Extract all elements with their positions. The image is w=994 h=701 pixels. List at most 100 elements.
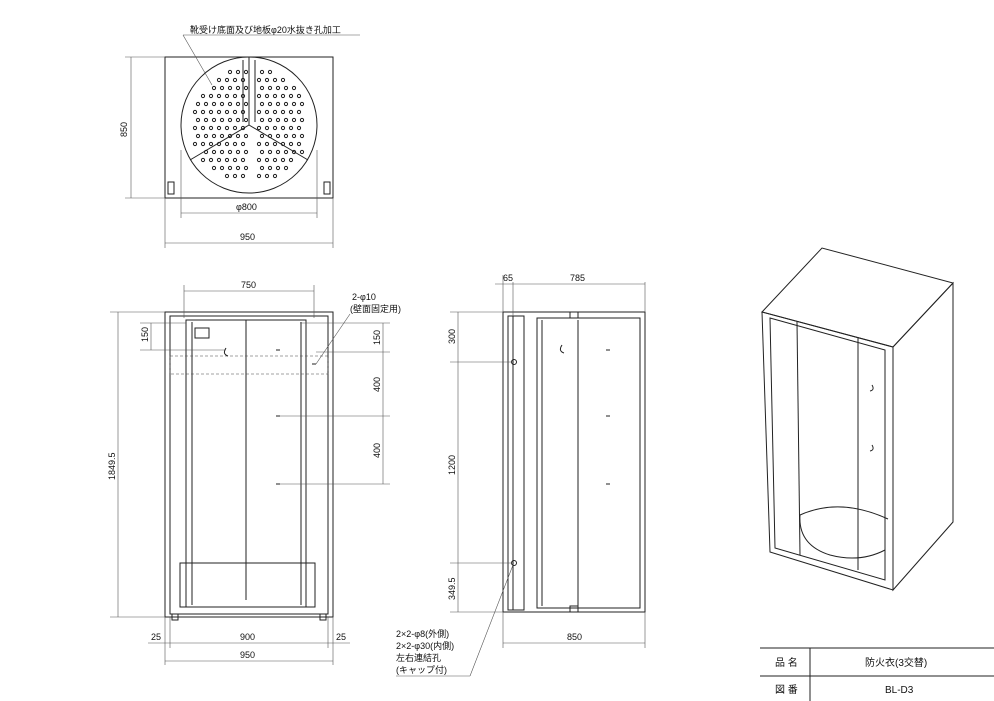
- connect-note-3: (キャップ付): [396, 665, 447, 675]
- drain-hole: [272, 93, 278, 99]
- drain-hole: [224, 141, 230, 147]
- dim-785: 785: [570, 273, 585, 283]
- drain-hole: [208, 157, 214, 163]
- drain-hole: [211, 101, 217, 107]
- drain-hole: [264, 157, 270, 163]
- drain-hole: [235, 85, 241, 91]
- perspective-view: [761, 247, 954, 592]
- drain-hole: [219, 101, 225, 107]
- drain-hole: [256, 93, 262, 99]
- drain-hole: [296, 109, 302, 115]
- drain-hole: [267, 133, 273, 139]
- dim-300: 300: [447, 329, 457, 344]
- drain-hole: [208, 109, 214, 115]
- drain-hole: [224, 125, 230, 131]
- drain-hole: [235, 165, 241, 171]
- drain-hole: [267, 69, 273, 75]
- drain-hole: [267, 101, 273, 107]
- dim-right-400a: 400: [372, 377, 382, 392]
- drain-hole: [272, 109, 278, 115]
- drain-hole: [243, 117, 249, 123]
- drain-hole: [219, 133, 225, 139]
- drain-hole: [232, 125, 238, 131]
- drain-hole: [267, 117, 273, 123]
- dim-total-width: 950: [240, 650, 255, 660]
- connect-note-1: 2×2-φ30(内側): [396, 640, 454, 651]
- drain-hole: [259, 85, 265, 91]
- drain-hole: [280, 157, 286, 163]
- drain-hole: [216, 93, 222, 99]
- name-label: 品 名: [775, 656, 798, 669]
- drain-hole: [232, 157, 238, 163]
- drain-hole: [240, 109, 246, 115]
- drain-hole: [211, 165, 217, 171]
- drain-hole: [280, 109, 286, 115]
- drain-hole: [240, 93, 246, 99]
- drain-hole: [216, 77, 222, 83]
- drain-hole: [227, 149, 233, 155]
- drain-hole: [232, 77, 238, 83]
- drain-hole: [235, 117, 241, 123]
- dim-right-150: 150: [372, 330, 382, 345]
- dim-diameter: φ800: [236, 202, 257, 212]
- drain-hole: [291, 149, 297, 155]
- drain-hole: [283, 101, 289, 107]
- drain-hole: [299, 133, 305, 139]
- drain-hole: [296, 125, 302, 131]
- drain-hole: [232, 141, 238, 147]
- drain-hole: [240, 77, 246, 83]
- drain-hole: [264, 77, 270, 83]
- dim-1200: 1200: [447, 455, 457, 475]
- drain-hole: [296, 141, 302, 147]
- drain-hole: [291, 133, 297, 139]
- drain-hole: [235, 101, 241, 107]
- drain-hole: [299, 117, 305, 123]
- drain-hole: [256, 125, 262, 131]
- drain-hole: [211, 133, 217, 139]
- drain-hole: [272, 173, 278, 179]
- drain-hole: [219, 165, 225, 171]
- drain-hole: [283, 165, 289, 171]
- drain-hole: [195, 117, 201, 123]
- drain-hole: [200, 141, 206, 147]
- drain-hole: [203, 101, 209, 107]
- drain-hole: [219, 85, 225, 91]
- drain-hole: [264, 173, 270, 179]
- drain-hole: [240, 141, 246, 147]
- dim-65: 65: [503, 273, 513, 283]
- drain-hole: [200, 125, 206, 131]
- drain-hole: [272, 141, 278, 147]
- drain-hole: [240, 173, 246, 179]
- drawing-value: BL-D3: [885, 685, 914, 696]
- drain-hole: [256, 157, 262, 163]
- drain-hole: [288, 157, 294, 163]
- drain-hole: [291, 117, 297, 123]
- drain-hole: [288, 125, 294, 131]
- drain-hole: [224, 109, 230, 115]
- drain-hole: [259, 101, 265, 107]
- drain-hole: [243, 149, 249, 155]
- drain-hole: [283, 85, 289, 91]
- drain-hole: [219, 149, 225, 155]
- drain-hole: [208, 125, 214, 131]
- drain-hole: [283, 149, 289, 155]
- hole-note-2: (壁面固定用): [350, 303, 401, 314]
- drain-hole: [288, 93, 294, 99]
- drain-hole: [291, 101, 297, 107]
- drain-hole: [203, 149, 209, 155]
- dim-width: 950: [240, 232, 255, 242]
- drain-hole: [227, 69, 233, 75]
- drain-hole: [240, 157, 246, 163]
- drain-hole: [192, 109, 198, 115]
- drain-hole: [243, 133, 249, 139]
- drain-hole: [227, 85, 233, 91]
- drain-hole: [256, 141, 262, 147]
- drain-hole: [232, 93, 238, 99]
- dim-right-400b: 400: [372, 443, 382, 458]
- drain-hole: [240, 125, 246, 131]
- drain-hole: [264, 109, 270, 115]
- drain-hole: [211, 85, 217, 91]
- drain-hole: [235, 149, 241, 155]
- drain-hole: [275, 133, 281, 139]
- drain-hole: [275, 165, 281, 171]
